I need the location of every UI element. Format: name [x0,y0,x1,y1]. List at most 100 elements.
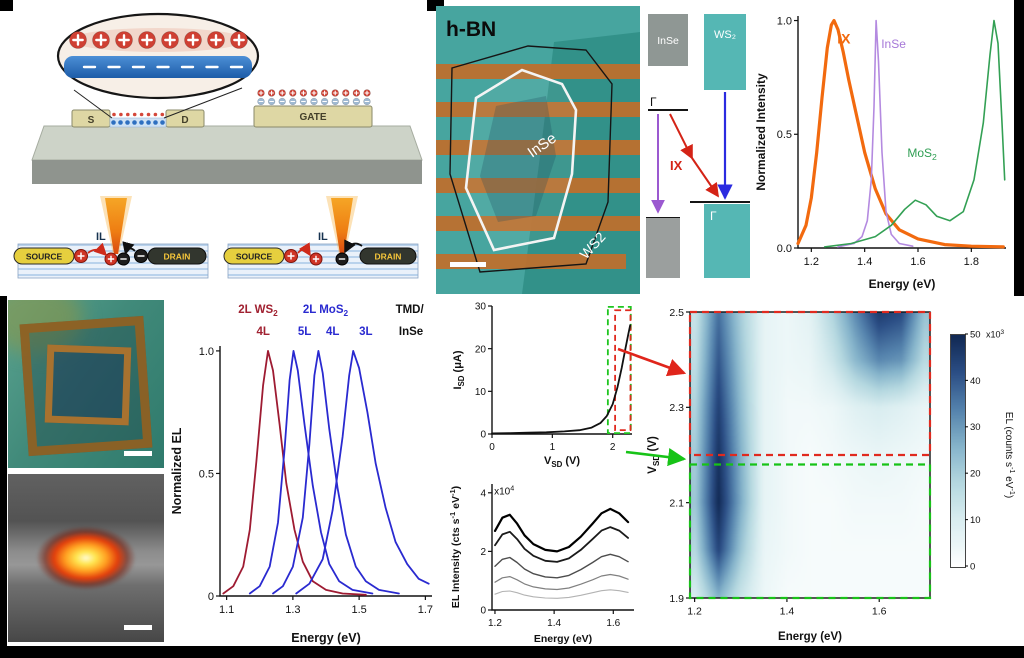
plus-icon [311,90,317,96]
x-tick-label: 1.7 [418,604,433,616]
x-tick-label: 1.4 [547,618,561,629]
plus-icon [72,34,84,46]
annotation: TMD/ [396,304,425,316]
charge-markers [69,31,371,125]
negative-charge [111,120,116,125]
positive-charge [146,112,151,117]
scale-bar [450,262,486,267]
panel-device-images [8,300,164,646]
drain-contact [359,247,417,265]
x-axis-label: Energy (eV) [534,633,592,645]
substrate-top [31,125,423,161]
plus-icon [210,34,222,46]
series-3L-MoS2 [295,350,430,595]
negative-charge [146,120,151,125]
panel-optical-micrograph: h-BN InSe WS2 [436,6,640,294]
negative-charge [139,120,144,125]
gamma-label-bottom: Γ [710,209,717,223]
colorbar [950,334,966,568]
x-tick-label: 1.4 [857,256,872,268]
annotation: InSe [881,37,906,51]
annotation: 5L [298,326,311,338]
ix-label: IX [670,158,683,173]
hole-glow [70,28,246,52]
series-4L-MoS2 [272,350,400,595]
y-tick-label: 2.3 [669,402,684,414]
y-tick-label: 30 [475,302,487,313]
frame-bar [0,646,1024,658]
annotation: InSe [399,326,423,338]
substrate-front [32,160,422,184]
annotation: 2L MoS2 [303,304,349,318]
y-axis-label: VSD (V) [647,436,661,474]
y-tick-label: 0.0 [777,243,792,255]
x-tick-label: 1.5 [351,604,366,616]
inse-band-label: InSe [657,35,679,47]
gate-label: GATE [299,112,326,123]
channel [109,117,167,128]
plus-icon [279,90,285,96]
plus-icon [77,252,85,260]
hbn-label: h-BN [446,18,496,41]
annotation: 4L [326,326,339,338]
negative-charge [160,120,165,125]
device-optical-image [8,300,164,468]
micrograph-svg: h-BN InSe WS2 [436,6,640,294]
positive-charge [160,112,165,117]
x-tick-label: 1.6 [872,606,887,618]
negative-charge [132,120,137,125]
annotation: 4L [256,326,269,338]
emission-beam [105,198,127,254]
x-axis-label: Energy (eV) [869,277,936,291]
series-IV [491,324,632,435]
y-tick-label: 1.0 [777,16,792,28]
el-schematic-left: IL SOURCE DRAIN [13,196,209,279]
dashed-region [688,310,932,457]
panel-device-schematic: S D GATE IL SOURCE DR [8,6,426,294]
y-tick-label: 2.5 [669,307,684,319]
plus-icon [233,34,245,46]
x-tick-label: 1.2 [804,256,819,268]
frame-bar [1014,0,1024,296]
flake-shadow [480,96,556,222]
cb-tick-label: 40 [970,376,981,387]
annotation: 3L [359,326,372,338]
hole-arrow [87,242,108,257]
positive-charge [126,112,130,117]
plus-icon [107,255,115,263]
annotation: IX [837,30,851,46]
il-label: IL [96,231,106,243]
cb-tick-label: 20 [970,469,981,480]
annotation: 2L WS2 [238,304,278,318]
y-tick-label: 2 [480,547,486,558]
series-MoS2 [823,19,1006,248]
series-bias-3 [494,553,629,579]
ix-arrow-2 [691,157,719,198]
y-tick-label: 1.9 [669,593,684,605]
fet-schematic: S D GATE [31,12,423,184]
plus-icon [332,90,338,96]
source-label: S [88,115,95,126]
zoom-line [163,87,243,119]
plus-icon [364,90,370,96]
map-frame [689,311,931,599]
plus-icon [164,34,176,46]
plus-icon [343,90,349,96]
band-diagram-svg: InSe WS₂ Γ IX Γ [646,14,750,278]
inse-band-box [648,14,688,66]
y-axis-label: ISD (μA) [452,350,466,389]
plus-icon [95,34,107,46]
cb-tick-label: 10 [970,515,981,526]
x-tick-label: 1.2 [687,606,702,618]
zoom-line [73,89,113,119]
plus-icon [269,90,275,96]
series-bias-4 [494,573,629,591]
emission-beam [331,198,353,254]
ws2-band-box [704,14,746,90]
axes [491,484,634,611]
drain-contact-label: DRAIN [375,252,402,262]
